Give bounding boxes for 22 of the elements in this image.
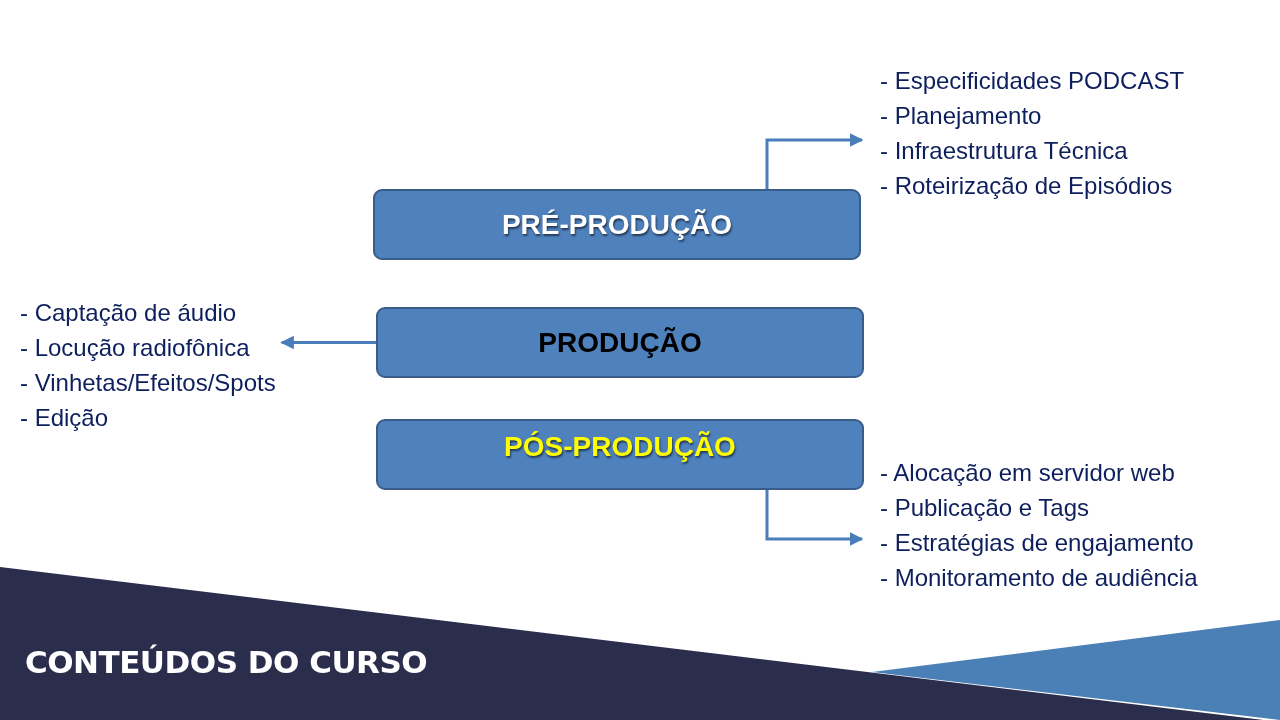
list-item: - Infraestrutura Técnica [880,136,1128,166]
list-item: - Edição [20,403,109,433]
list-item: - Estratégias de engajamento [880,528,1194,558]
list-item: - Alocação em servidor web [880,458,1175,488]
process-box [373,189,861,260]
list-item: - Monitoramento de audiência [880,563,1198,593]
stage-label: PRÉ-PRODUÇÃO [501,208,733,241]
list-item: - Especificidades PODCAST [880,66,1185,96]
slide-title: CONTEÚDOS DO CURSO [25,644,428,680]
process-box [376,307,864,378]
arrow [765,133,864,189]
stage-label: PRODUÇÃO [538,326,702,359]
list-item: - Planejamento [880,101,1042,131]
arrow [280,335,376,350]
stage-label: PÓS-PRODUÇÃO [504,430,736,463]
list-item: - Locução radiofônica [20,333,250,363]
list-item: - Vinhetas/Efeitos/Spots [20,368,276,398]
list-item: - Roteirização de Episódios [880,171,1173,201]
arrow [765,490,864,546]
process-box [376,419,864,490]
list-item: - Publicação e Tags [880,493,1089,523]
list-item: - Captação de áudio [20,298,237,328]
